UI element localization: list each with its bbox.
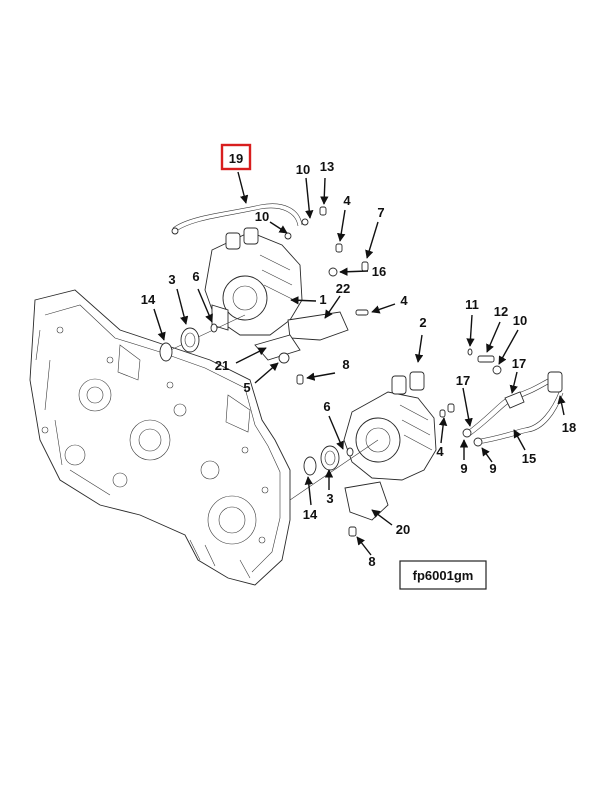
fuel-lines bbox=[439, 348, 564, 447]
callout-8[interactable]: 8 bbox=[342, 357, 349, 372]
callout-6[interactable]: 6 bbox=[192, 269, 199, 284]
callout-18[interactable]: 18 bbox=[562, 420, 576, 435]
callout-21[interactable]: 21 bbox=[215, 358, 229, 373]
callout-8[interactable]: 8 bbox=[368, 554, 375, 569]
callout-10[interactable]: 10 bbox=[513, 313, 527, 328]
callout-20[interactable]: 20 bbox=[396, 522, 410, 537]
callout-14[interactable]: 14 bbox=[141, 292, 156, 307]
callout-17[interactable]: 17 bbox=[456, 373, 470, 388]
upper-fuel-pump-assembly bbox=[171, 203, 303, 336]
callout-2[interactable]: 2 bbox=[419, 315, 426, 330]
callout-9[interactable]: 9 bbox=[460, 461, 467, 476]
callout-19[interactable]: 19 bbox=[229, 151, 243, 166]
callout-15[interactable]: 15 bbox=[522, 451, 536, 466]
callout-9[interactable]: 9 bbox=[489, 461, 496, 476]
callout-22[interactable]: 22 bbox=[336, 281, 350, 296]
callout-6[interactable]: 6 bbox=[323, 399, 330, 414]
callout-11[interactable]: 11 bbox=[465, 297, 479, 312]
callout-1[interactable]: 1 bbox=[319, 292, 326, 307]
upper-brackets bbox=[254, 206, 369, 385]
callout-4[interactable]: 4 bbox=[436, 444, 444, 459]
callout-14[interactable]: 14 bbox=[303, 507, 318, 522]
callout-13[interactable]: 13 bbox=[320, 159, 334, 174]
callout-labels: 19 10 13 10 4 7 16 14 3 6 22 1 4 21 5 8 … bbox=[141, 151, 576, 569]
callout-5[interactable]: 5 bbox=[243, 380, 250, 395]
callout-4[interactable]: 4 bbox=[343, 193, 351, 208]
leader-arrows bbox=[153, 171, 566, 556]
callout-4[interactable]: 4 bbox=[400, 293, 408, 308]
lower-bracket bbox=[344, 481, 389, 537]
lower-fuel-pump-assembly bbox=[289, 371, 437, 501]
upper-drive-components bbox=[159, 314, 246, 362]
callout-3[interactable]: 3 bbox=[326, 491, 333, 506]
highlight-box bbox=[220, 143, 252, 171]
callout-7[interactable]: 7 bbox=[377, 205, 384, 220]
callout-10[interactable]: 10 bbox=[255, 209, 269, 224]
callout-16[interactable]: 16 bbox=[372, 264, 386, 279]
callout-17[interactable]: 17 bbox=[512, 356, 526, 371]
reference-code-box: fp6001gm bbox=[399, 560, 487, 590]
engine-front-housing bbox=[29, 289, 291, 586]
callout-12[interactable]: 12 bbox=[494, 304, 508, 319]
callout-3[interactable]: 3 bbox=[168, 272, 175, 287]
reference-code: fp6001gm bbox=[413, 568, 474, 583]
callout-10[interactable]: 10 bbox=[296, 162, 310, 177]
